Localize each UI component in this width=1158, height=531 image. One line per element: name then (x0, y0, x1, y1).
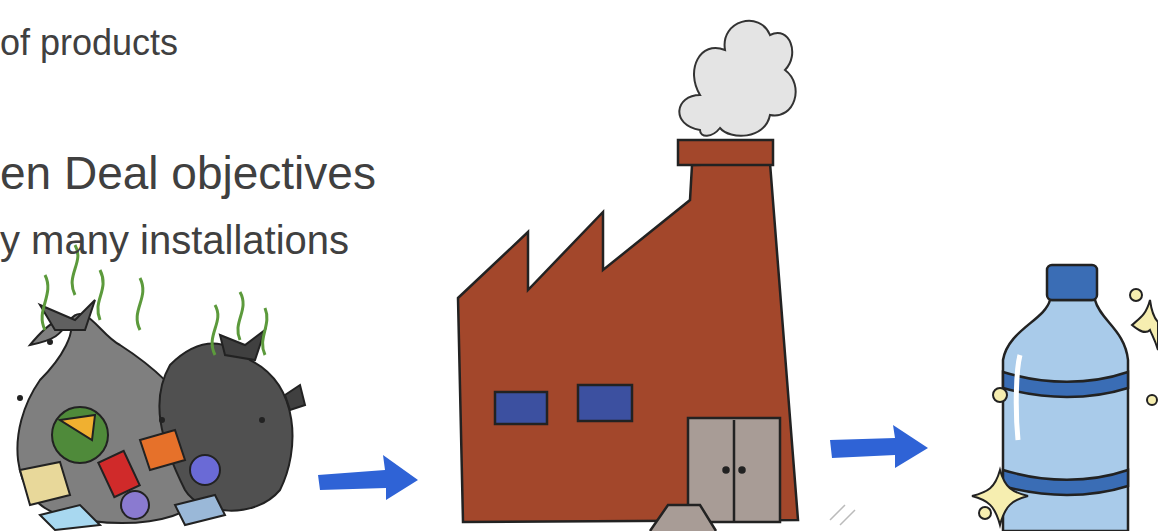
slide-text: y many installations (0, 220, 349, 260)
flow-arrow (318, 455, 418, 500)
slide-text: en Deal objectives (0, 150, 376, 196)
garbage-bags (17, 300, 305, 530)
stink-lines (42, 245, 267, 355)
flies (17, 339, 265, 423)
flow-arrow (830, 425, 928, 468)
smoke-cloud (679, 21, 795, 136)
slide-text: of products (0, 25, 178, 61)
water-bottle (1003, 265, 1128, 531)
sparkles (972, 289, 1158, 525)
factory (458, 140, 855, 531)
